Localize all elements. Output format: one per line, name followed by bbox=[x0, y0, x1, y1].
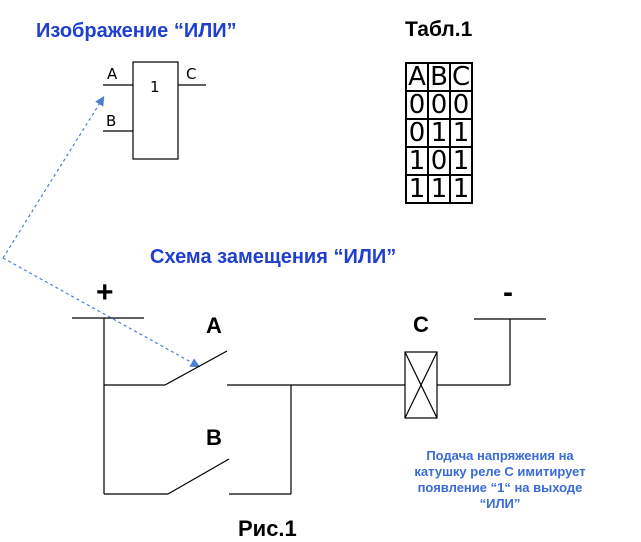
note-line: Подача напряжения на bbox=[426, 448, 574, 463]
truth-table-row: 1 1 1 bbox=[405, 174, 474, 204]
switch-b-blade bbox=[167, 458, 230, 495]
truth-table-cell: 0 bbox=[427, 90, 451, 120]
switch-a-blade bbox=[164, 350, 228, 386]
gate-symbol: 1 bbox=[150, 78, 160, 96]
arrow-to-switch-a bbox=[2, 257, 201, 368]
truth-table-row: 0 0 0 bbox=[405, 90, 474, 120]
truth-table-cell: 1 bbox=[448, 118, 474, 148]
truth-table-cell: 1 bbox=[448, 174, 474, 204]
relay-label: C bbox=[413, 312, 429, 337]
minus-label: - bbox=[503, 276, 513, 309]
truth-table-cell: 0 bbox=[405, 90, 429, 120]
truth-table-cell: 1 bbox=[427, 174, 451, 204]
truth-table-row: 0 1 1 bbox=[405, 118, 474, 148]
plus-label: + bbox=[96, 276, 114, 309]
truth-table-row: 1 0 1 bbox=[405, 146, 474, 176]
circuit bbox=[72, 317, 546, 495]
gate-title: Изображение “ИЛИ” bbox=[36, 20, 237, 42]
truth-table-cell: 1 bbox=[405, 174, 429, 204]
gate-label-a: A bbox=[107, 65, 118, 83]
note-line: появление “1“ на выходе bbox=[417, 480, 583, 495]
truth-table-cell: 1 bbox=[405, 146, 429, 176]
gate-label-c: C bbox=[186, 65, 197, 83]
table-title: Табл.1 bbox=[405, 18, 473, 41]
gate-body bbox=[132, 61, 179, 160]
truth-table-cell: 1 bbox=[427, 118, 451, 148]
truth-table-header-cell: B bbox=[427, 62, 451, 92]
truth-table: A B C 0 0 0 0 1 1 1 0 1 1 1 1 bbox=[405, 62, 474, 204]
switch-a-label: A bbox=[206, 313, 222, 338]
note-line: катушку реле С имитирует bbox=[414, 464, 586, 479]
truth-table-cell: 1 bbox=[448, 146, 474, 176]
pointer-arrows bbox=[2, 95, 201, 368]
figure-caption: Рис.1 bbox=[238, 516, 297, 541]
relay-cross-2 bbox=[404, 351, 438, 419]
truth-table-header-cell: A bbox=[405, 62, 429, 92]
truth-table-header-cell: C bbox=[448, 62, 474, 92]
truth-table-cell: 0 bbox=[448, 90, 474, 120]
truth-table-header: A B C bbox=[405, 62, 474, 92]
truth-table-cell: 0 bbox=[427, 146, 451, 176]
note-line: “ИЛИ” bbox=[479, 496, 521, 511]
switch-b-label: B bbox=[206, 425, 222, 450]
or-gate bbox=[103, 61, 206, 160]
gate-label-b: B bbox=[106, 112, 117, 130]
explanation-note: Подача напряжения на катушку реле С имит… bbox=[390, 448, 610, 512]
circuit-title: Схема замещения “ИЛИ” bbox=[150, 246, 397, 268]
arrow-to-gate-input bbox=[2, 95, 105, 259]
truth-table-cell: 0 bbox=[405, 118, 429, 148]
